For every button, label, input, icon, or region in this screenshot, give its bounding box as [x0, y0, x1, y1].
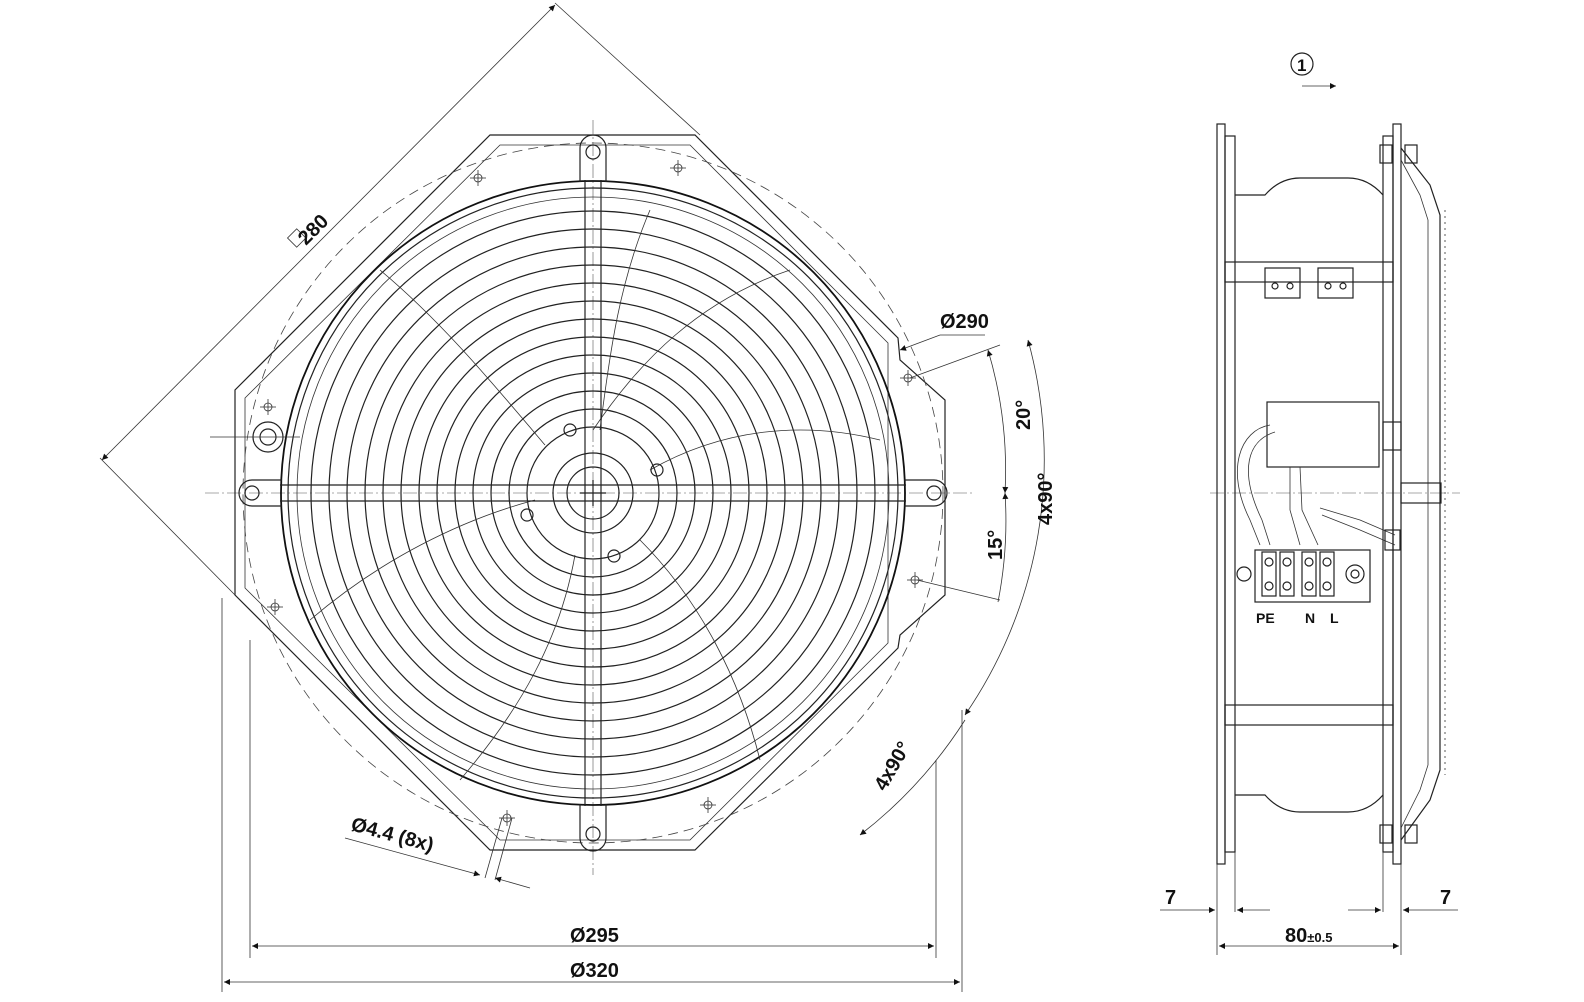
terminal-n-label: N: [1305, 610, 1315, 626]
impeller-blades: [309, 209, 881, 781]
airflow-marker: 1: [1290, 52, 1336, 89]
hole-dim-label: Ø4.4 (8x): [349, 814, 436, 857]
side-housing: [1224, 177, 1394, 813]
side-flanges: [1216, 123, 1402, 865]
side-dimensions: 7 7 80±0.5: [1160, 852, 1458, 955]
inner-diameter-label: Ø295: [570, 925, 619, 947]
side-view: 1: [1160, 52, 1460, 955]
hole-circle-dimension: Ø290: [899, 311, 989, 351]
housing-inner-outline: [244, 144, 889, 841]
mounting-lugs: [238, 134, 948, 852]
guard-rings: [310, 210, 876, 776]
angle-top-label: 20°: [1013, 400, 1035, 430]
hole-dimension: Ø4.4 (8x): [344, 814, 531, 889]
guard-outer-ring: [280, 180, 906, 806]
square-dimension: 280: [99, 2, 701, 596]
angle-right-label: 4x90°: [1035, 473, 1057, 526]
front-view: 280 Ø290 20° 4x90° 15° 4x90° Ø4.: [99, 2, 1057, 992]
angle-bottom-label: 4x90°: [870, 738, 915, 794]
terminal-block: PE N L: [1236, 549, 1371, 626]
diameter-dimensions: Ø295 Ø320: [221, 598, 963, 992]
hole-circle-dim-label: Ø290: [940, 311, 989, 333]
guard-ring-2: [287, 187, 899, 799]
terminal-pe-label: PE: [1256, 610, 1275, 626]
angle-mid-label: 15°: [985, 530, 1007, 560]
outer-diameter-label: Ø320: [570, 960, 619, 982]
side-guard: [1379, 144, 1446, 844]
right-offset-label: 7: [1440, 887, 1451, 909]
depth-tolerance: ±0.5: [1307, 930, 1332, 945]
capacitor: [1237, 401, 1402, 551]
hub: [520, 423, 664, 563]
left-offset-label: 7: [1165, 887, 1176, 909]
depth-value: 80: [1285, 925, 1307, 947]
guard-ring-3: [296, 196, 890, 790]
terminal-l-label: L: [1330, 610, 1339, 626]
depth-dim-label: 80±0.5: [1285, 925, 1332, 947]
cable-gland: [210, 421, 300, 453]
hole-circle: [242, 142, 944, 844]
airflow-marker-label: 1: [1297, 56, 1306, 75]
